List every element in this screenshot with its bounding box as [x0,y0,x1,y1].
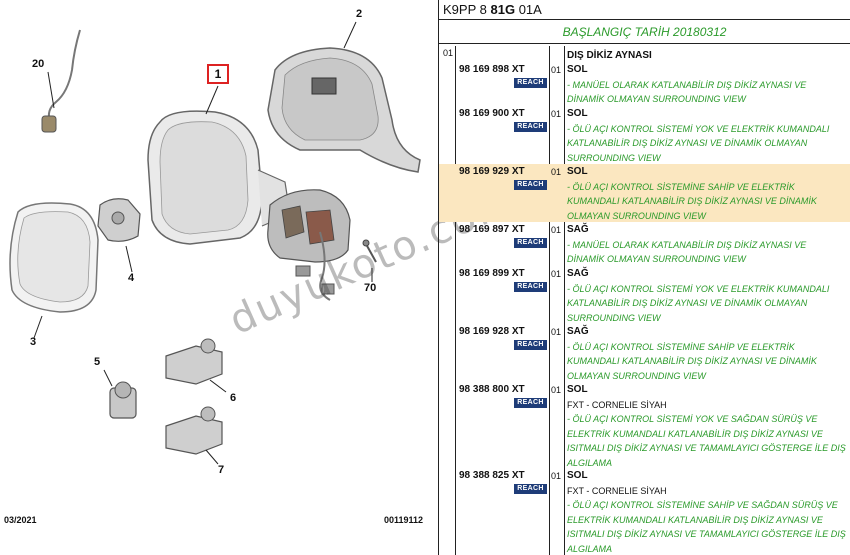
diagram-footer-code: 00119112 [384,515,424,525]
callout-70[interactable]: 70 [364,282,377,294]
table-row[interactable]: 98 169 900 XT REACH 01 SOL - ÖLÜ AÇI KONTROL… [439,106,850,164]
fitment-note: - ÖLÜ AÇI KONTROL SİSTEMİ YOK VE ELEKTRİ… [567,123,830,163]
part-number[interactable]: 98 388 825 XT [459,470,525,481]
side-label: SOL [567,384,588,395]
side-label: SOL [567,166,588,177]
fitment-note: - ÖLÜ AÇI KONTROL SİSTEMİ YOK VE SAĞDAN … [567,414,846,468]
group-row: 01 DIŞ DİKİZ AYNASI [439,48,850,62]
table-row[interactable]: 98 169 899 XT REACH 01 SAĞ - ÖLÜ AÇI KONTROL… [439,266,850,324]
quantity: 01 [551,109,562,119]
diagram-footer-date: 03/2021 [4,515,37,525]
header-code-c: 01A [518,2,542,17]
part-description: SOL FXT - CORNELIE SİYAH - ÖLÜ AÇI KONTROL… [567,383,846,470]
quantity: 01 [551,385,562,395]
side-label: SOL [567,64,588,75]
table-row[interactable]: 98 388 825 XT REACH 01 SOL FXT - CORNELIE Sİ… [439,468,850,555]
reach-badge: REACH [514,122,547,132]
switch-part-7 [165,415,223,455]
callout-4[interactable]: 4 [128,272,135,284]
color-variant: FXT - CORNELIE SİYAH [567,399,667,410]
col-divider [549,46,550,555]
part-number[interactable]: 98 169 898 XT [459,64,525,75]
callout-3[interactable]: 3 [30,336,37,348]
reach-badge: REACH [514,398,547,408]
group-title: DIŞ DİKİZ AYNASI [567,50,652,61]
fitment-note: - ÖLÜ AÇI KONTROL SİSTEMİ YOK VE ELEKTRİ… [567,283,830,323]
reach-badge: REACH [514,78,547,88]
side-label: SAĞ [567,268,589,279]
reach-badge: REACH [514,484,547,494]
table-row[interactable]: 98 169 929 XT REACH 01 SOL - ÖLÜ AÇI KONTROL… [439,164,850,222]
side-label: SAĞ [567,326,589,337]
color-variant: FXT - CORNELIE SİYAH [567,485,667,496]
part-description: SOL - ÖLÜ AÇI KONTROL SİSTEMİNE SAHİP VE … [567,165,846,223]
quantity: 01 [551,471,562,481]
fitment-note: - ÖLÜ AÇI KONTROL SİSTEMİNE SAHİP VE ELE… [567,181,817,221]
part-number[interactable]: 98 169 928 XT [459,326,525,337]
quantity: 01 [551,65,562,75]
quantity: 01 [551,167,562,177]
table-row[interactable]: 98 388 800 XT REACH 01 SOL FXT - CORNELIE Sİ… [439,382,850,468]
reach-badge: REACH [514,282,547,292]
quantity: 01 [551,269,562,279]
reach-badge: REACH [514,340,547,350]
diagram-drawing [9,21,421,465]
table-row[interactable]: 98 169 928 XT REACH 01 SAĞ - ÖLÜ AÇI KONTROL… [439,324,850,382]
parts-table: 01 DIŞ DİKİZ AYNASI 98 169 898 XT REACH 01… [439,46,850,555]
col-divider [564,46,565,555]
part-description: SAĞ - MANÜEL OLARAK KATLANABİLİR DIŞ DİKİ… [567,223,846,267]
side-label: SOL [567,108,588,119]
callout-6[interactable]: 6 [230,392,237,404]
part-description: SOL FXT - CORNELIE SİYAH - ÖLÜ AÇI KONTROL… [567,469,846,555]
part-number[interactable]: 98 169 929 XT [459,166,525,177]
group-level: 01 [443,48,454,58]
cable-part [47,29,81,123]
start-date-banner: BAŞLANGIÇ TARİH 20180312 [439,20,850,44]
reach-badge: REACH [514,180,547,190]
side-label: SOL [567,470,588,481]
part-number[interactable]: 98 169 899 XT [459,268,525,279]
callout-1[interactable]: 1 [207,64,229,84]
header-code-b: 81G [490,2,516,17]
table-row[interactable]: 98 169 897 XT REACH 01 SAĞ - MANÜEL OLARAK K… [439,222,850,266]
header-code-a: K9PP 8 [443,2,487,17]
part-number[interactable]: 98 169 897 XT [459,224,525,235]
quantity: 01 [551,327,562,337]
callout-2[interactable]: 2 [356,8,363,20]
fitment-note: - ÖLÜ AÇI KONTROL SİSTEMİNE SAHİP VE SAĞ… [567,500,846,554]
part-description: SOL - ÖLÜ AÇI KONTROL SİSTEMİ YOK VE ELEK… [567,107,846,165]
part-number[interactable]: 98 388 800 XT [459,384,525,395]
table-row[interactable]: 98 169 898 XT REACH 01 SOL - MANÜEL OLARAK K… [439,62,850,106]
reach-badge: REACH [514,238,547,248]
part-description: SOL - MANÜEL OLARAK KATLANABİLİR DIŞ DİKİ… [567,63,846,107]
callout-7[interactable]: 7 [218,464,225,476]
parts-panel: K9PP 8 81G 01A BAŞLANGIÇ TARİH 20180312 … [438,0,850,555]
fitment-note: - MANÜEL OLARAK KATLANABİLİR DIŞ DİKİZ A… [567,239,807,265]
side-label: SAĞ [567,224,589,235]
catalog-header: K9PP 8 81G 01A [439,0,850,20]
fitment-note: - MANÜEL OLARAK KATLANABİLİR DIŞ DİKİZ A… [567,79,807,105]
part-number[interactable]: 98 169 900 XT [459,108,525,119]
exploded-diagram: 1 2 3 4 5 6 7 20 70 03/2021 00119112 duy… [4,8,523,525]
col-divider [455,46,456,555]
switch-part-6 [165,345,223,385]
part-description: SAĞ - ÖLÜ AÇI KONTROL SİSTEMİ YOK VE ELEK… [567,267,846,325]
part-description: SAĞ - ÖLÜ AÇI KONTROL SİSTEMİNE SAHİP VE … [567,325,846,383]
quantity: 01 [551,225,562,235]
callout-5[interactable]: 5 [94,356,101,368]
callout-20[interactable]: 20 [32,58,45,70]
fitment-note: - ÖLÜ AÇI KONTROL SİSTEMİNE SAHİP VE ELE… [567,341,817,381]
